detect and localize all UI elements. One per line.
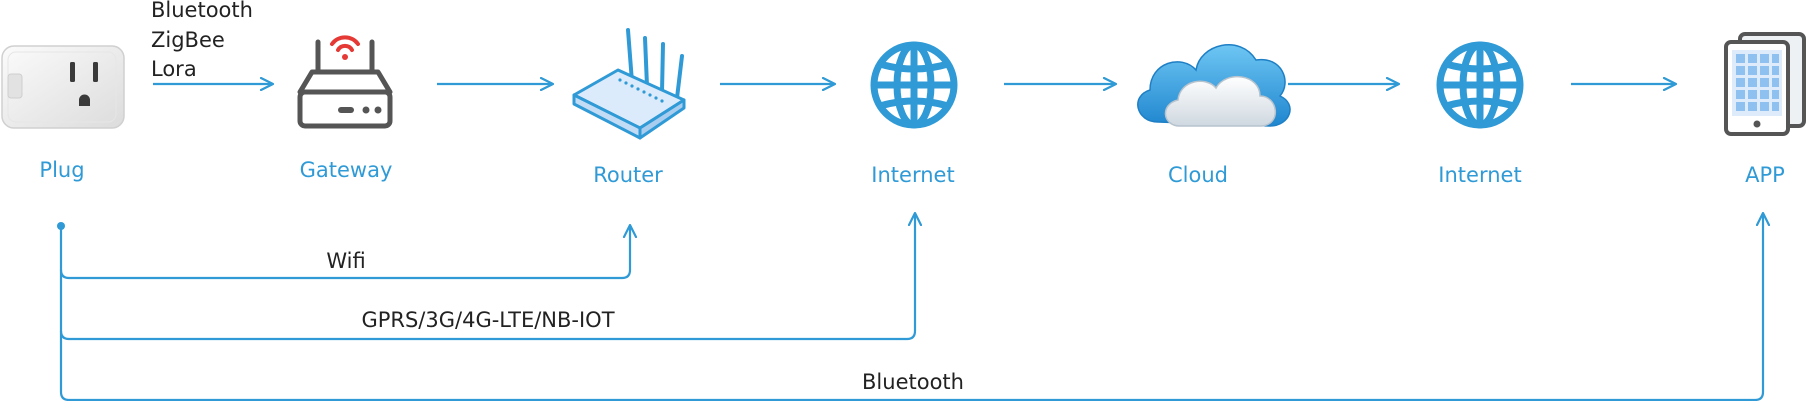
link-label-bluetooth: Bluetooth xyxy=(862,370,964,394)
node-label-app: APP xyxy=(1745,163,1785,187)
node-label-internet-1: Internet xyxy=(871,163,954,187)
mobile-devices-icon xyxy=(1724,32,1806,136)
cloud-icon xyxy=(1137,44,1291,127)
protocol-zigbee: ZigBee xyxy=(151,28,225,52)
link-bluetooth-line xyxy=(59,214,1763,401)
node-label-router: Router xyxy=(593,163,663,187)
direct-links xyxy=(57,214,1763,401)
gateway-icon xyxy=(297,35,393,129)
node-label-cloud: Cloud xyxy=(1168,163,1228,187)
protocol-list: Bluetooth ZigBee Lora xyxy=(151,0,253,81)
node-labels: Plug Gateway Router Internet Cloud Inter… xyxy=(39,158,1784,187)
node-label-internet-2: Internet xyxy=(1438,163,1521,187)
globe-icon xyxy=(1436,41,1524,129)
node-label-gateway: Gateway xyxy=(300,158,393,182)
smart-plug-icon xyxy=(1,45,125,129)
router-icon xyxy=(572,28,686,140)
node-label-plug: Plug xyxy=(39,158,84,182)
protocol-lora: Lora xyxy=(151,57,197,81)
link-labels: Wifi GPRS/3G/4G-LTE/NB-IOT Bluetooth xyxy=(326,249,964,394)
link-label-wifi: Wifi xyxy=(326,249,365,273)
protocol-bluetooth: Bluetooth xyxy=(151,0,253,22)
globe-icon xyxy=(870,41,958,129)
link-label-cellular: GPRS/3G/4G-LTE/NB-IOT xyxy=(361,308,614,332)
